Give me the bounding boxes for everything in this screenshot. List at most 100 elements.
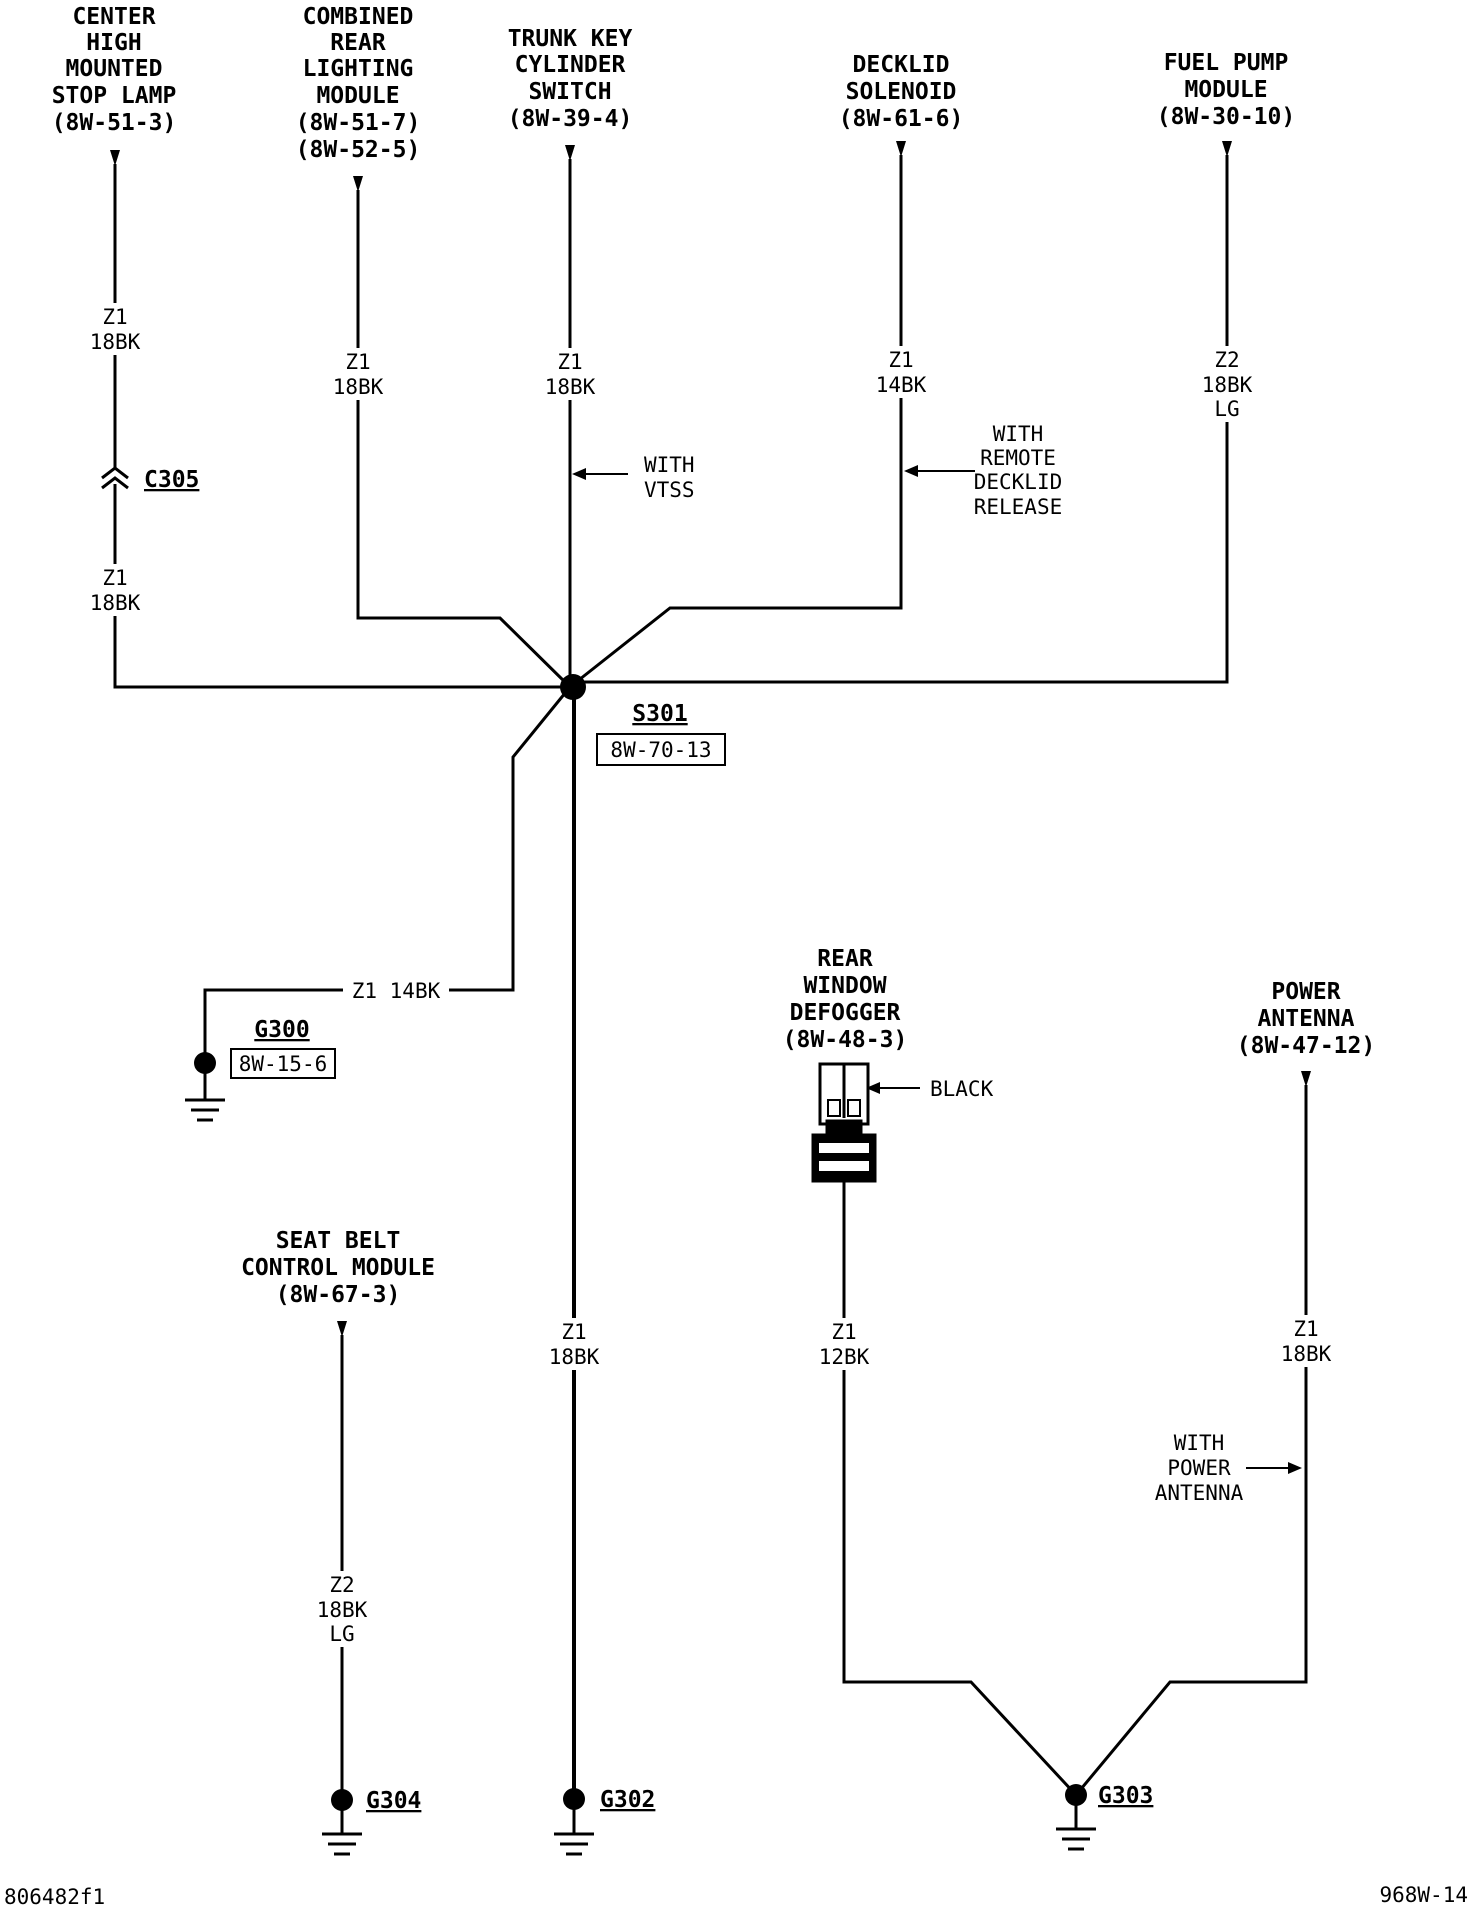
rear-defogger-title-line: WINDOW — [803, 973, 886, 999]
chmsl-wire-lower — [113, 484, 570, 689]
rear-defogger-title-line: (8W-48-3) — [783, 1027, 908, 1053]
crlm-title-line: REAR — [330, 30, 386, 56]
s301-splice: S301 8W-70-13 — [560, 674, 726, 766]
power-antenna-title-line: (8W-47-12) — [1237, 1033, 1375, 1059]
power-antenna-note-line: WITH — [1174, 1431, 1225, 1455]
trunk-key-wire-gauge: 18BK — [545, 375, 596, 399]
trunk-key-wire-code: Z1 — [557, 350, 582, 374]
fuel-pump-wire-gauge: 18BK — [1202, 373, 1253, 397]
black-note: BLACK — [866, 1077, 994, 1101]
seat-belt-wire-tracer: LG — [329, 1622, 354, 1646]
crlm-title-line: MODULE — [316, 83, 399, 109]
crlm-title: COMBINED REAR LIGHTING MODULE (8W-51-7) … — [296, 4, 421, 163]
ground-icon — [554, 1832, 594, 1856]
g302-ground: G302 — [554, 1787, 655, 1856]
remote-decklid-note-line: REMOTE — [980, 446, 1056, 470]
seat-belt-wire-gauge: 18BK — [317, 1598, 368, 1622]
chmsl-title: CENTER HIGH MOUNTED STOP LAMP (8W-51-3) — [52, 4, 177, 136]
seat-belt-pin-arrow — [337, 1321, 347, 1337]
rear-defogger-title-line: DEFOGGER — [790, 1000, 901, 1026]
crlm-wire — [356, 190, 572, 689]
crlm-wire-gauge: 18BK — [333, 375, 384, 399]
trunk-key-title: TRUNK KEY CYLINDER SWITCH (8W-39-4) — [508, 26, 633, 132]
g300-wire — [203, 686, 572, 1063]
antenna-wire — [1074, 1085, 1308, 1796]
remote-decklid-arrow-icon — [904, 465, 918, 477]
seat-belt-title: SEAT BELT CONTROL MODULE (8W-67-3) — [241, 1228, 435, 1308]
rear-defogger-title-line: REAR — [817, 946, 873, 972]
power-antenna-title: POWER ANTENNA (8W-47-12) — [1237, 979, 1375, 1059]
chmsl-title-line: HIGH — [86, 30, 141, 56]
chmsl-pin-arrow — [110, 150, 120, 166]
trunk-key-pin-arrow — [565, 145, 575, 161]
s301-label: S301 — [632, 701, 687, 727]
decklid-title: DECKLID SOLENOID (8W-61-6) — [839, 52, 964, 132]
g304-ground: G304 — [322, 1788, 421, 1856]
ground-icon — [185, 1098, 225, 1122]
antenna-wire-gauge: 18BK — [1281, 1342, 1332, 1366]
chmsl-title-line: (8W-51-3) — [52, 110, 177, 136]
c305-label: C305 — [144, 467, 199, 493]
decklid-title-line: SOLENOID — [846, 79, 957, 105]
defogger-wire-code: Z1 — [831, 1320, 856, 1344]
fuel-pump-title-line: MODULE — [1184, 77, 1267, 103]
wire-labels: Z1 18BK Z1 18BK Z1 18BK Z1 18BK Z1 14BK … — [82, 303, 1339, 1647]
trunk-key-title-line: CYLINDER — [515, 52, 626, 78]
s301-ref: 8W-70-13 — [610, 738, 711, 762]
g300-ground: G300 8W-15-6 — [185, 1017, 336, 1122]
crlm-title-line: (8W-51-7) — [296, 110, 421, 136]
trunk-key-title-line: SWITCH — [528, 79, 611, 105]
c305-connector: C305 — [101, 466, 199, 493]
defogger-wire — [842, 1182, 1078, 1797]
fuel-pump-wire-tracer: LG — [1214, 397, 1239, 421]
g300-wire-code: Z1 14BK — [352, 979, 441, 1003]
ground-icon — [1056, 1827, 1096, 1851]
fuel-pump-title: FUEL PUMP MODULE (8W-30-10) — [1157, 50, 1295, 130]
c305-chevron-icon — [101, 466, 129, 490]
decklid-wire-gauge: 14BK — [876, 373, 927, 397]
crlm-pin-arrow — [353, 176, 363, 192]
trunk-key-title-line: (8W-39-4) — [508, 106, 633, 132]
crlm-wire-code: Z1 — [345, 350, 370, 374]
g304-label: G304 — [366, 1788, 421, 1814]
remote-decklid-note-line: RELEASE — [974, 495, 1063, 519]
decklid-wire — [569, 155, 903, 689]
seat-belt-title-line: SEAT BELT — [276, 1228, 401, 1254]
power-antenna-title-line: ANTENNA — [1258, 1006, 1355, 1032]
power-antenna-note-arrow-icon — [1288, 1462, 1302, 1474]
footer-right-code: 968W-14 — [1379, 1883, 1468, 1907]
crlm-title-line: COMBINED — [303, 4, 414, 30]
chmsl-lower-wire-code: Z1 — [102, 566, 127, 590]
s301-ref-box — [596, 733, 726, 766]
remote-decklid-note-line: DECKLID — [974, 470, 1063, 494]
power-antenna-note-line: ANTENNA — [1155, 1481, 1244, 1505]
chmsl-title-line: CENTER — [72, 4, 155, 30]
vtss-note: WITH VTSS — [572, 453, 695, 502]
fuel-pump-title-line: FUEL PUMP — [1164, 50, 1289, 76]
chmsl-lower-wire-gauge: 18BK — [90, 591, 141, 615]
g300-ref: 8W-15-6 — [239, 1052, 328, 1076]
power-antenna-note: WITH POWER ANTENNA — [1155, 1431, 1302, 1505]
antenna-wire-code: Z1 — [1293, 1317, 1318, 1341]
seat-belt-title-line: CONTROL MODULE — [241, 1255, 435, 1281]
power-antenna-title-line: POWER — [1271, 979, 1340, 1005]
black-arrow-icon — [866, 1082, 880, 1094]
pin-arrows — [110, 141, 1311, 1337]
ground-icon — [322, 1832, 362, 1856]
seat-belt-title-line: (8W-67-3) — [276, 1282, 401, 1308]
g302-label: G302 — [600, 1787, 655, 1813]
defogger-connector-icon — [811, 1062, 877, 1183]
chmsl-title-line: STOP LAMP — [52, 83, 177, 109]
fuel-pump-title-line: (8W-30-10) — [1157, 104, 1295, 130]
remote-decklid-note-line: WITH — [993, 422, 1044, 446]
chmsl-upper-wire-code: Z1 — [102, 305, 127, 329]
defogger-wire-gauge: 12BK — [819, 1345, 870, 1369]
remote-decklid-note: WITH REMOTE DECKLID RELEASE — [904, 422, 1062, 519]
decklid-pin-arrow — [896, 141, 906, 157]
g300-label: G300 — [254, 1017, 309, 1043]
vtss-arrow-icon — [572, 468, 586, 480]
g300-ref-box — [230, 1048, 336, 1079]
power-antenna-pin-arrow — [1301, 1071, 1311, 1087]
s301-dot — [560, 674, 586, 700]
